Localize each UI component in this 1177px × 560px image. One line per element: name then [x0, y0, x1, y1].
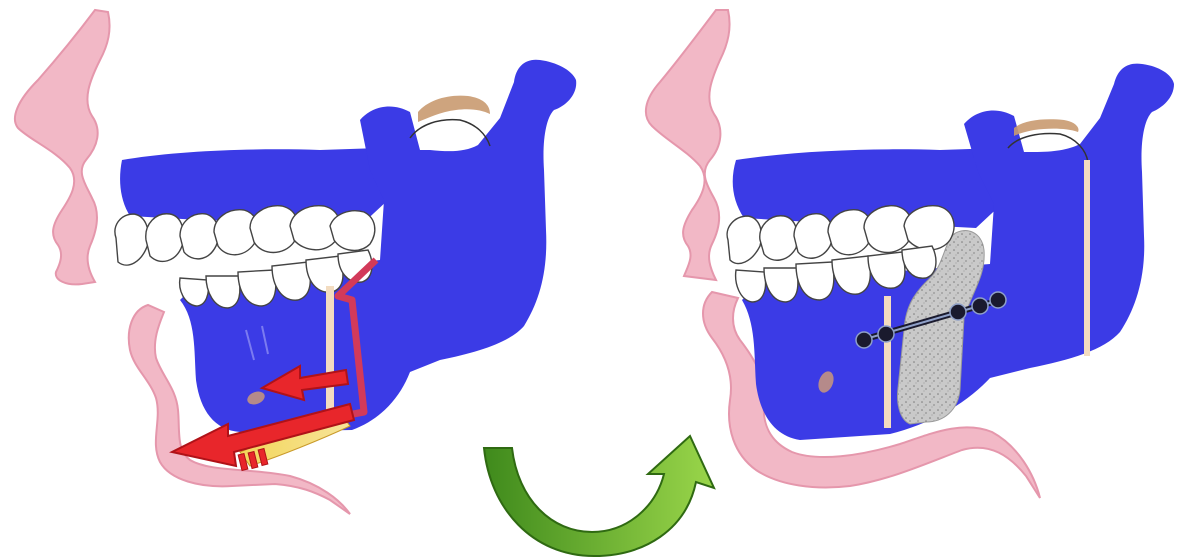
nerve-canal — [884, 296, 891, 428]
transition-arrow — [484, 436, 714, 556]
nerve-canal — [326, 286, 334, 410]
soft-tissue-upper-profile — [646, 10, 730, 280]
glenoid-fossa-line — [410, 120, 490, 146]
ramus-canal — [1084, 160, 1090, 356]
soft-tissue-upper-profile — [15, 10, 110, 284]
panel-postoperative — [646, 10, 1174, 498]
panel-preoperative — [15, 10, 576, 514]
condyle-cartilage — [418, 96, 490, 122]
